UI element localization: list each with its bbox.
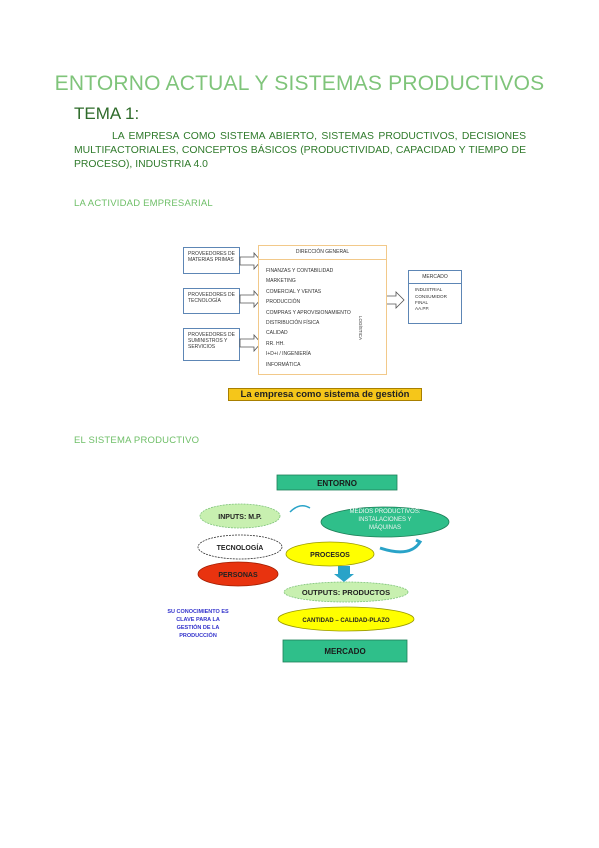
mercado-item: INDUSTRIAL	[415, 287, 443, 293]
diagram1-caption: La empresa como sistema de gestión	[228, 388, 422, 401]
function-item: DISTRIBUCIÓN FÍSICA	[266, 320, 320, 327]
personas-ellipse	[197, 561, 279, 587]
document-title: ENTORNO ACTUAL Y SISTEMAS PRODUCTIVOS	[54, 72, 545, 95]
function-item: PRODUCCIÓN	[266, 299, 301, 306]
section-heading-sistema: EL SISTEMA PRODUCTIVO	[74, 435, 200, 446]
medios-label-line3: MÁQUINAS	[369, 524, 401, 531]
outputs-ellipse	[283, 581, 409, 603]
dg-title: DIRECCIÓN GENERAL	[259, 246, 386, 261]
cantidad-label: CANTIDAD – CALIDAD-PLAZO	[302, 618, 390, 624]
return-arrow-icon	[379, 538, 423, 554]
conocimiento-line2: CLAVE PARA LA	[176, 617, 220, 623]
function-item: MARKETING	[266, 278, 296, 285]
mercado-item: AA.PP.	[415, 306, 430, 312]
cantidad-ellipse	[277, 606, 415, 632]
direccion-general-box: DIRECCIÓN GENERAL	[258, 245, 387, 375]
entorno-label: ENTORNO	[317, 479, 357, 488]
mercado-box: MERCADO INDUSTRIAL CONSUMIDOR FINAL AA.P…	[408, 270, 462, 324]
logistica-label: LOGÍSTICA	[358, 316, 363, 341]
mercado-item: CONSUMIDOR	[415, 293, 447, 299]
function-item: CALIDAD	[266, 330, 288, 337]
outputs-label: OUTPUTS: PRODUCTOS	[302, 588, 390, 597]
arrow-icon	[385, 291, 405, 309]
inputs-label: INPUTS: M.P.	[218, 514, 261, 521]
function-item: FINANZAS Y CONTABILIDAD	[266, 268, 334, 274]
function-item: I+D+i / INGENIERÍA	[266, 351, 312, 358]
personas-label: PERSONAS	[218, 572, 258, 579]
supplier-box: PROVEEDORES DE SUMINISTROS Y SERVICIOS	[183, 328, 240, 361]
arrow-icon	[239, 289, 262, 309]
inputs-ellipse	[199, 503, 281, 529]
tecnologia-ellipse	[197, 534, 283, 560]
medios-label-line1: MEDIOS PRODUCTIVOS:	[349, 509, 420, 515]
conocimiento-line4: PRODUCCIÓN	[179, 631, 217, 639]
conocimiento-line3: GESTIÓN DE LA	[177, 623, 220, 631]
mercado-label: MERCADO	[324, 647, 365, 656]
medios-label-line2: INSTALACIONES Y	[358, 517, 411, 523]
down-arrow-icon	[334, 574, 354, 582]
arrow-icon	[239, 333, 262, 353]
arrow-icon	[289, 505, 311, 513]
mercado-item: FINAL	[415, 300, 429, 306]
tecnologia-label: TECNOLOGÍA	[217, 543, 264, 552]
procesos-ellipse	[285, 541, 375, 567]
arrow-icon	[239, 251, 262, 271]
functions-list: FINANZAS Y CONTABILIDAD MARKETING COMERC…	[266, 266, 351, 370]
medios-ellipse	[320, 506, 450, 538]
function-item: COMERCIAL Y VENTAS	[266, 288, 322, 295]
mercado-title: MERCADO	[409, 271, 461, 285]
supplier-box: PROVEEDORES DE TECNOLOGÍA	[183, 288, 240, 314]
tema-description: LA EMPRESA COMO SISTEMA ABIERTO, SISTEMA…	[74, 131, 526, 170]
entorno-box	[276, 474, 398, 491]
mercado-box	[282, 639, 408, 663]
procesos-label: PROCESOS	[310, 552, 350, 559]
conocimiento-line1: SU CONOCIMIENTO ES	[167, 609, 229, 615]
section-heading-actividad: LA ACTIVIDAD EMPRESARIAL	[74, 198, 213, 209]
diagram-sistema-productivo: ENTORNO MEDIOS PRODUCTIVOS: INSTALACIONE…	[167, 474, 450, 663]
function-item: RR. HH.	[266, 340, 285, 347]
function-item: INFORMÁTICA	[266, 361, 301, 368]
tema-heading: TEMA 1:	[74, 104, 140, 123]
down-arrow-icon	[338, 566, 350, 574]
function-item: COMPRAS Y APROVISIONAMIENTO	[266, 309, 351, 316]
supplier-box: PROVEEDORES DE MATERIAS PRIMAS	[183, 247, 240, 274]
